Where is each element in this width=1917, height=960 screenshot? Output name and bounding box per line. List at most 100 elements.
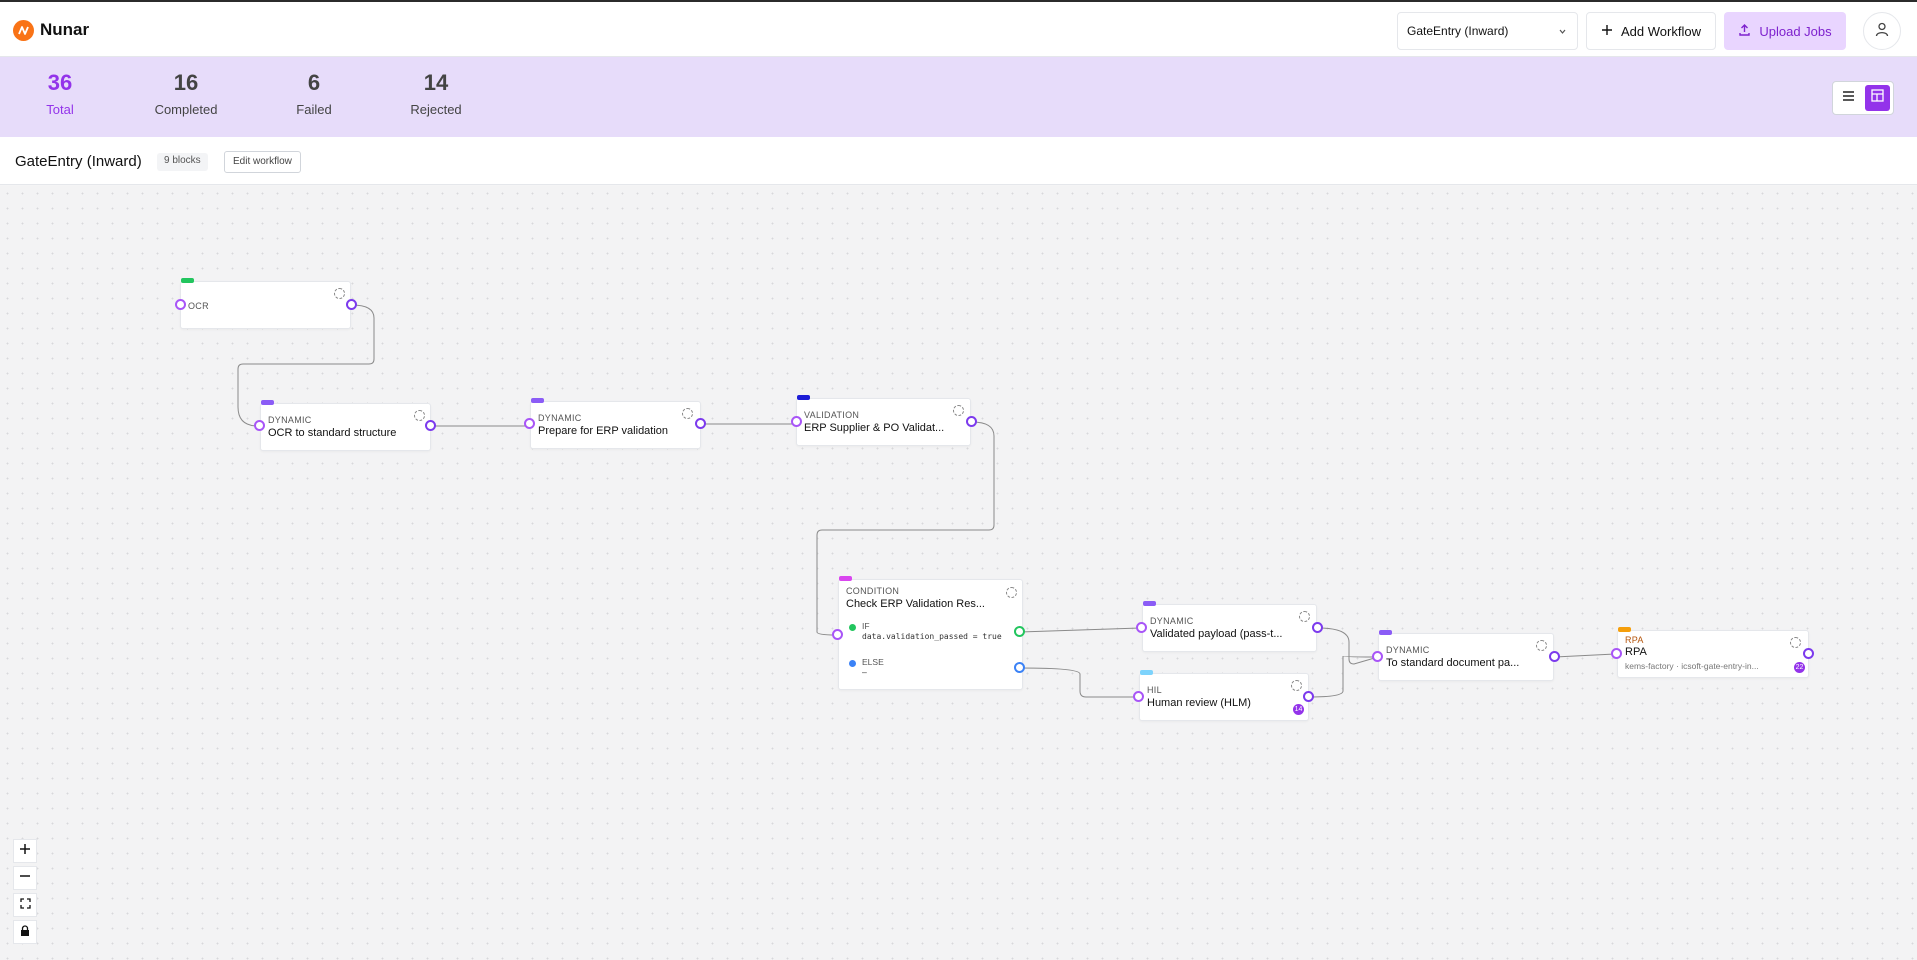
node-dynamic-prepare-erp[interactable]: DYNAMIC Prepare for ERP validation xyxy=(530,398,701,449)
node-subtitle: kems-factory · icsoft-gate-entry-in... xyxy=(1625,661,1759,671)
node-condition-if-port[interactable] xyxy=(1014,626,1025,637)
stat-label: Rejected xyxy=(410,102,462,117)
gear-icon[interactable] xyxy=(414,410,425,421)
node-ocr-output-port[interactable] xyxy=(346,299,357,310)
edge-dyn3-dyn4 xyxy=(1317,627,1379,665)
nunar-logo-icon[interactable] xyxy=(13,20,34,41)
workflow-bar: GateEntry (Inward) 9 blocks Edit workflo… xyxy=(0,137,1917,185)
stat-value: 14 xyxy=(423,70,449,95)
node-condition-else-port[interactable] xyxy=(1014,662,1025,673)
upload-jobs-button[interactable]: Upload Jobs xyxy=(1724,12,1846,50)
node-tag xyxy=(1618,627,1631,632)
node-condition-erp[interactable]: CONDITION Check ERP Validation Res... IF… xyxy=(838,576,1023,690)
node-dyn3-input-port[interactable] xyxy=(1136,622,1147,633)
node-rpa-input-port[interactable] xyxy=(1611,648,1622,659)
edge-ocr-dyn1 xyxy=(237,304,375,427)
node-ocr[interactable]: OCR xyxy=(180,278,351,329)
node-dynamic-validated-payload[interactable]: DYNAMIC Validated payload (pass-t... xyxy=(1142,601,1317,652)
node-condition-input-port[interactable] xyxy=(832,629,843,640)
zoom-out-icon xyxy=(19,869,31,887)
node-ocr-input-port[interactable] xyxy=(175,299,186,310)
edge-hil-dyn4 xyxy=(1308,655,1379,698)
node-validation-erp[interactable]: VALIDATION ERP Supplier & PO Validat... xyxy=(796,395,971,446)
gear-icon[interactable] xyxy=(953,405,964,416)
edge-condition-if-dyn3 xyxy=(1019,627,1141,633)
user-avatar[interactable] xyxy=(1863,12,1901,50)
node-dyn1-output-port[interactable] xyxy=(425,420,436,431)
node-dyn4-output-port[interactable] xyxy=(1549,651,1560,662)
node-type: CONDITION xyxy=(846,586,900,596)
edge-dyn4-rpa xyxy=(1554,653,1616,658)
workflow-select[interactable]: GateEntry (Inward) xyxy=(1397,12,1578,50)
node-type: DYNAMIC xyxy=(1150,616,1194,626)
node-hil-output-port[interactable] xyxy=(1303,691,1314,702)
lock-icon xyxy=(20,923,30,941)
gear-icon[interactable] xyxy=(1536,640,1547,651)
else-branch-dot xyxy=(849,660,856,667)
node-dyn1-input-port[interactable] xyxy=(254,420,265,431)
zoom-in-button[interactable] xyxy=(13,839,37,863)
brand-name: Nunar xyxy=(40,20,90,39)
workflow-canvas[interactable]: OCR DYNAMIC OCR to standard structure DY… xyxy=(0,186,1917,960)
node-title: Validated payload (pass-t... xyxy=(1150,628,1283,640)
list-view-button[interactable] xyxy=(1836,85,1861,111)
node-dyn2-output-port[interactable] xyxy=(695,418,706,429)
gear-icon[interactable] xyxy=(682,408,693,419)
node-title: Check ERP Validation Res... xyxy=(846,598,985,610)
node-hil-input-port[interactable] xyxy=(1133,691,1144,702)
node-hil-human-review[interactable]: HIL Human review (HLM) 14 xyxy=(1139,670,1309,721)
node-title: Prepare for ERP validation xyxy=(538,425,669,437)
node-dynamic-standard-document[interactable]: DYNAMIC To standard document pa... xyxy=(1378,630,1554,681)
node-dyn2-input-port[interactable] xyxy=(524,418,535,429)
add-workflow-label: Add Workflow xyxy=(1621,23,1701,39)
blocks-count-badge: 9 blocks xyxy=(157,153,208,171)
upload-jobs-label: Upload Jobs xyxy=(1759,23,1832,39)
node-validation-output-port[interactable] xyxy=(966,416,977,427)
zoom-out-button[interactable] xyxy=(13,866,37,890)
if-branch-dot xyxy=(849,624,856,631)
node-type: HIL xyxy=(1147,685,1162,695)
node-dyn4-input-port[interactable] xyxy=(1372,651,1383,662)
node-tag xyxy=(261,400,274,405)
job-stats-bar: 36 Total 16 Completed 6 Failed 14 Reject… xyxy=(0,57,1917,137)
stat-failed[interactable]: 6 Failed xyxy=(294,70,334,117)
edit-workflow-button[interactable]: Edit workflow xyxy=(224,151,301,173)
node-tag xyxy=(181,278,194,283)
gear-icon[interactable] xyxy=(1299,611,1310,622)
gear-icon[interactable] xyxy=(334,288,345,299)
gear-icon[interactable] xyxy=(1291,680,1302,691)
plus-icon xyxy=(1601,24,1613,39)
node-type: OCR xyxy=(188,301,209,311)
lock-button[interactable] xyxy=(13,920,37,944)
if-label: IF xyxy=(862,621,870,631)
workflow-select-value: GateEntry (Inward) xyxy=(1407,24,1509,38)
node-title: ERP Supplier & PO Validat... xyxy=(804,422,945,434)
user-icon xyxy=(1874,21,1890,42)
else-label: ELSE xyxy=(862,657,884,667)
node-title: To standard document pa... xyxy=(1386,657,1520,669)
flow-view-button[interactable] xyxy=(1865,85,1890,111)
stat-total[interactable]: 36 Total xyxy=(42,70,78,117)
node-tag xyxy=(1143,601,1156,606)
stat-label: Failed xyxy=(296,102,332,117)
node-rpa-output-port[interactable] xyxy=(1803,648,1814,659)
edge-validation-condition xyxy=(816,421,995,636)
add-workflow-button[interactable]: Add Workflow xyxy=(1586,12,1716,50)
stat-completed[interactable]: 16 Completed xyxy=(151,70,221,117)
node-dyn3-output-port[interactable] xyxy=(1312,622,1323,633)
node-rpa[interactable]: RPA RPA kems-factory · icsoft-gate-entry… xyxy=(1617,627,1809,678)
else-expression: – xyxy=(862,668,867,677)
node-tag xyxy=(1140,670,1153,675)
gear-icon[interactable] xyxy=(1790,637,1801,648)
fit-view-button[interactable] xyxy=(13,893,37,917)
node-validation-input-port[interactable] xyxy=(791,416,802,427)
stat-value: 6 xyxy=(307,70,321,95)
stat-rejected[interactable]: 14 Rejected xyxy=(410,70,462,117)
gear-icon[interactable] xyxy=(1006,587,1017,598)
node-type: DYNAMIC xyxy=(268,415,312,425)
workflow-edges xyxy=(237,304,1616,698)
node-dynamic-ocr-to-standard[interactable]: DYNAMIC OCR to standard structure xyxy=(260,400,431,451)
window-top-border xyxy=(0,0,1917,2)
workflow-title: GateEntry (Inward) xyxy=(15,153,142,170)
stat-label: Completed xyxy=(154,102,218,117)
